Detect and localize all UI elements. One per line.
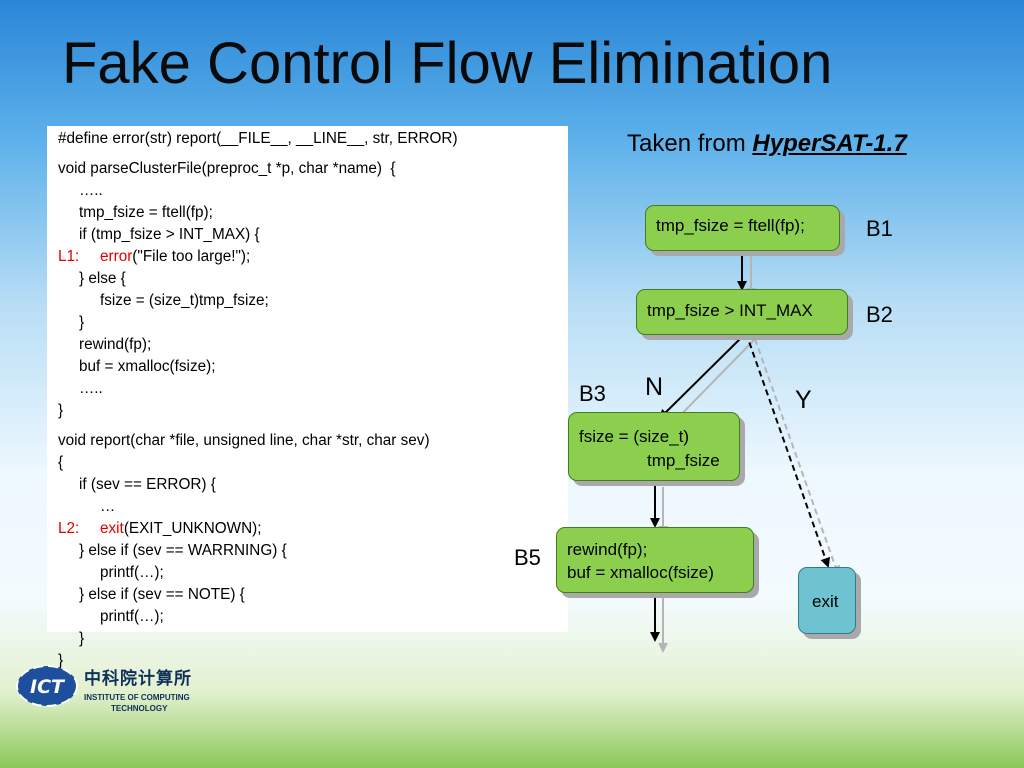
label-branch-n: N	[645, 373, 664, 401]
code-line: L1: error("File too large!");	[58, 246, 458, 268]
svg-text:ICT: ICT	[30, 676, 66, 698]
code-text: (EXIT_UNKNOWN);	[123, 520, 262, 537]
code-line: printf(…);	[58, 606, 458, 628]
edge-b2-exit-shadow	[754, 338, 841, 576]
code-line: }	[58, 312, 458, 334]
code-text: fsize = (size_t)tmp_fsize;	[100, 292, 269, 309]
block-exit-label: exit	[812, 592, 839, 611]
code-line: printf(…);	[58, 562, 458, 584]
code-line: void parseClusterFile(preproc_t *p, char…	[58, 158, 458, 180]
code-text: printf(…);	[100, 564, 164, 581]
code-text: ("File too large!");	[132, 248, 251, 265]
label-b5: B5	[514, 545, 541, 570]
code-text: } else {	[79, 270, 126, 287]
code-line: rewind(fp);	[58, 334, 458, 356]
code-line: …	[58, 496, 458, 518]
code-text: if (sev == ERROR) {	[79, 476, 216, 493]
block-b5[interactable]: rewind(fp); buf = xmalloc(fsize)	[556, 527, 754, 593]
block-b3-line1: fsize = (size_t)	[579, 427, 690, 446]
code-label: L1:	[58, 248, 80, 265]
code-line: if (sev == ERROR) {	[58, 474, 458, 496]
code-text: …	[100, 498, 116, 515]
code-call-highlight: error	[100, 248, 133, 265]
code-panel	[47, 126, 568, 632]
block-b3[interactable]: fsize = (size_t) tmp_fsize	[568, 412, 740, 481]
code-text: …..	[79, 182, 103, 199]
code-text: if (tmp_fsize > INT_MAX) {	[79, 226, 260, 243]
code-line: } else if (sev == WARRNING) {	[58, 540, 458, 562]
logo-line1: INSTITUTE OF COMPUTING	[84, 693, 190, 702]
code-line: } else if (sev == NOTE) {	[58, 584, 458, 606]
label-b1: B1	[866, 216, 893, 241]
code-text: rewind(fp);	[79, 336, 152, 353]
label-b3: B3	[579, 381, 606, 406]
code-text: }	[58, 402, 64, 419]
code-text: #define error(str) report(__FILE__, __LI…	[58, 130, 458, 147]
block-b1[interactable]: tmp_fsize = ftell(fp);	[645, 205, 840, 251]
code-line: } else {	[58, 268, 458, 290]
code-listing: #define error(str) report(__FILE__, __LI…	[58, 128, 458, 672]
code-call-highlight: exit	[100, 520, 124, 537]
code-line: }	[58, 628, 458, 650]
code-line: #define error(str) report(__FILE__, __LI…	[58, 128, 458, 150]
code-line: if (tmp_fsize > INT_MAX) {	[58, 224, 458, 246]
credit-line: Taken from HyperSAT-1.7	[627, 130, 907, 158]
code-text: } else if (sev == WARRNING) {	[79, 542, 287, 559]
code-label: L2:	[58, 520, 80, 537]
code-line: }	[58, 400, 458, 422]
code-text: printf(…);	[100, 608, 164, 625]
code-line: fsize = (size_t)tmp_fsize;	[58, 290, 458, 312]
credit-source-link[interactable]: HyperSAT-1.7	[752, 130, 907, 157]
code-line: L2: exit(EXIT_UNKNOWN);	[58, 518, 458, 540]
logo-chinese-name: 中科院计算所	[84, 669, 192, 689]
code-text: } else if (sev == NOTE) {	[79, 586, 245, 603]
edge-b2-b3	[658, 332, 747, 420]
logo-line2: TECHNOLOGY	[111, 704, 168, 713]
code-text: …..	[79, 380, 103, 397]
code-line: {	[58, 452, 458, 474]
code-text: tmp_fsize = ftell(fp);	[79, 204, 213, 221]
code-text: }	[79, 630, 85, 647]
block-b3-line2: tmp_fsize	[647, 451, 720, 470]
block-b2-line1: tmp_fsize > INT_MAX	[647, 301, 813, 320]
slide-title: Fake Control Flow Elimination	[62, 31, 833, 96]
block-b2[interactable]: tmp_fsize > INT_MAX	[636, 289, 848, 335]
code-line: tmp_fsize = ftell(fp);	[58, 202, 458, 224]
block-b5-line2: buf = xmalloc(fsize)	[567, 563, 714, 582]
edge-b2-exit	[745, 332, 831, 568]
block-b5-line1: rewind(fp);	[567, 540, 648, 559]
code-text: void report(char *file, unsigned line, c…	[58, 432, 430, 449]
label-b2: B2	[866, 302, 893, 327]
ict-emblem-icon: ICT	[16, 665, 78, 707]
code-line: …..	[58, 378, 458, 400]
block-b1-line1: tmp_fsize = ftell(fp);	[656, 216, 805, 235]
code-text: {	[58, 454, 64, 471]
code-line: buf = xmalloc(fsize);	[58, 356, 458, 378]
code-line: …..	[58, 180, 458, 202]
code-text: void parseClusterFile(preproc_t *p, char…	[58, 160, 396, 177]
code-line: void report(char *file, unsigned line, c…	[58, 430, 458, 452]
block-exit[interactable]: exit	[798, 567, 856, 634]
code-text: }	[58, 652, 64, 669]
code-text: buf = xmalloc(fsize);	[79, 358, 216, 375]
code-line: }	[58, 650, 458, 672]
label-branch-y: Y	[795, 386, 812, 414]
credit-prefix: Taken from	[627, 130, 753, 157]
code-text: }	[79, 314, 85, 331]
